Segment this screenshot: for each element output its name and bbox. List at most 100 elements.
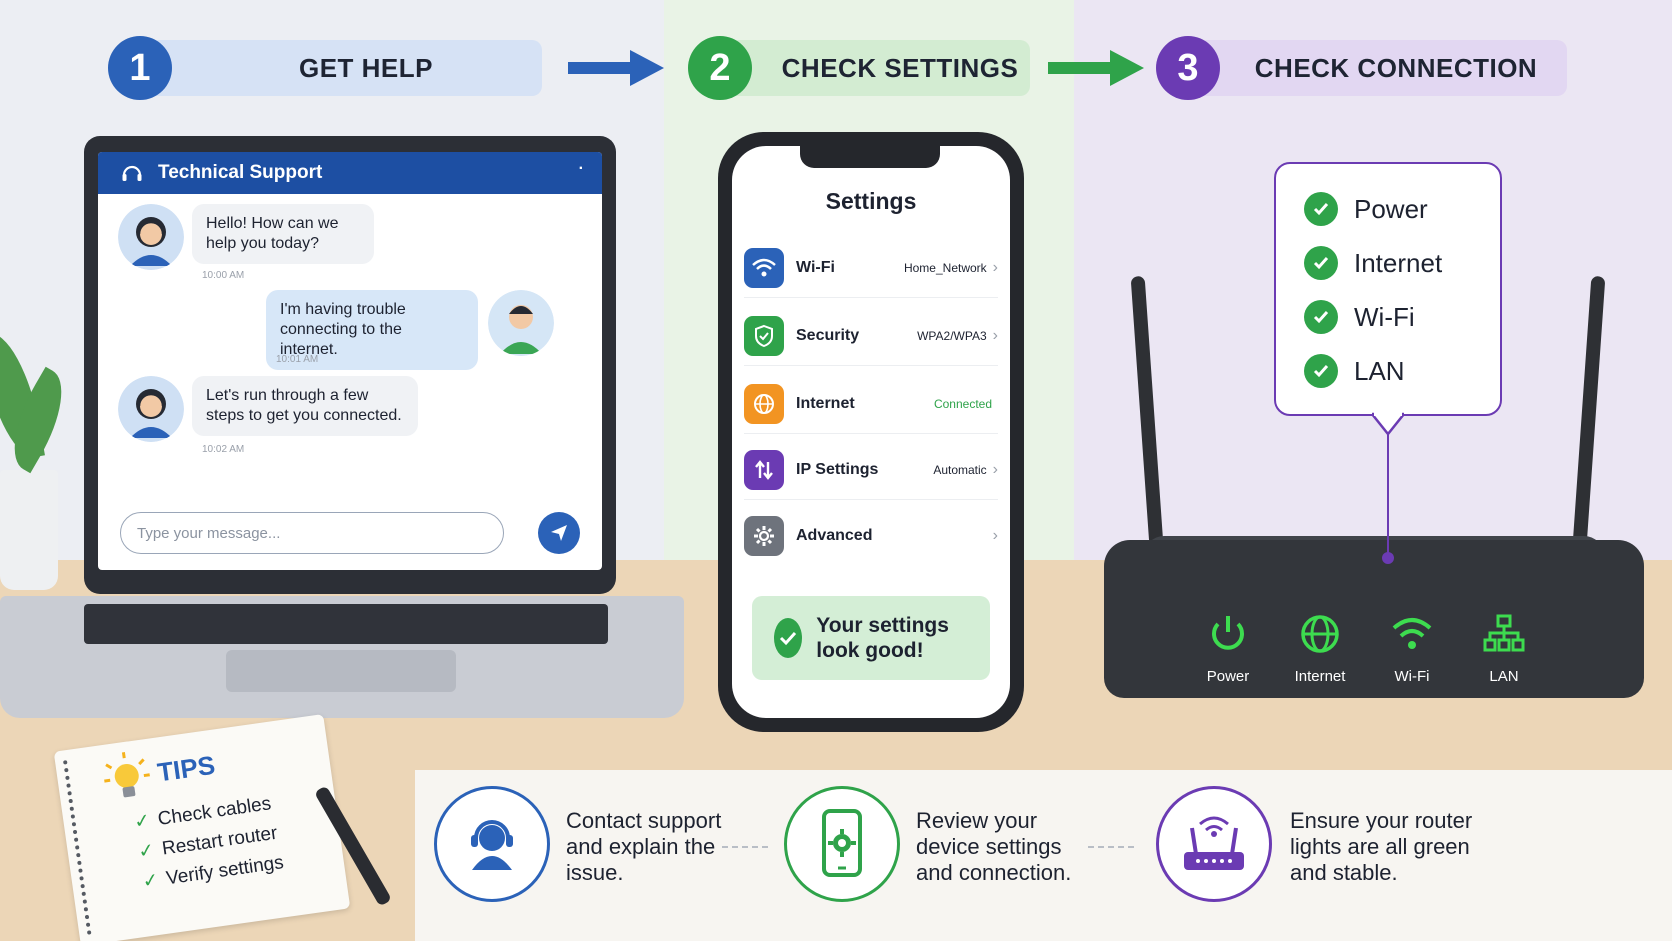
agent-avatar (118, 204, 184, 270)
settings-row-label: Wi-Fi (796, 258, 835, 276)
card-pointer (1372, 412, 1404, 436)
settings-row-value: Home_Network (903, 260, 987, 275)
shield-icon (744, 315, 784, 356)
laptop-keyboard (84, 604, 608, 644)
chevron-right-icon: › (992, 460, 998, 478)
step-2-number: 2 (688, 36, 752, 100)
settings-row-wifi[interactable]: Wi-Fi Home_Network › (744, 238, 998, 298)
checkmark-icon: ✓ (137, 839, 156, 863)
status-pointer-line (1387, 430, 1389, 558)
settings-row-security[interactable]: Security WPA2/WPA3 › (744, 306, 998, 366)
step-1-number: 1 (108, 36, 172, 100)
checkmark-icon: ✓ (132, 810, 152, 834)
step-1-label: GET HELP (298, 52, 433, 83)
settings-row-internet[interactable]: Internet Connected (744, 374, 998, 434)
tips-notebook: TIPS ✓Check cables ✓Restart router ✓Veri… (53, 714, 351, 941)
chat-message-user: I'm having trouble connecting to the int… (266, 290, 478, 370)
check-circle-icon (1304, 354, 1338, 388)
chevron-right-icon: › (992, 326, 998, 344)
phone-gear-icon (784, 786, 900, 902)
description-review-settings: Review your device settings and connecti… (916, 808, 1072, 885)
status-item-power: Power (1276, 182, 1500, 236)
settings-row-advanced[interactable]: Advanced › (744, 506, 998, 566)
step-2-label: CHECK SETTINGS (781, 52, 1019, 83)
step-3-pill: CHECK CONNECTION (1185, 40, 1567, 96)
step-3-number: 3 (1156, 36, 1220, 100)
headset-icon (122, 165, 142, 181)
send-button[interactable] (538, 512, 580, 554)
description-check-router: Ensure your router lights are all green … (1290, 808, 1473, 885)
settings-row-label: Internet (796, 394, 855, 412)
connection-status-card: Power Internet Wi-Fi LAN (1274, 162, 1502, 416)
settings-row-label: Advanced (796, 527, 873, 544)
router-body (1104, 540, 1644, 698)
plant-pot (0, 470, 58, 590)
status-item-label: Internet (1354, 247, 1443, 278)
status-item-wifi: Wi-Fi (1276, 290, 1500, 344)
router-icon (1156, 786, 1272, 902)
settings-status-box: Your settings look good! (752, 596, 990, 680)
status-pointer-dot (1382, 552, 1394, 564)
support-chat-window: Technical Support · Hello! How can we he… (98, 152, 602, 570)
step-1-pill: GET HELP (140, 40, 542, 96)
status-item-label: LAN (1354, 355, 1405, 386)
chat-message-agent: Let's run through a few steps to get you… (192, 376, 418, 436)
send-icon (551, 525, 567, 541)
dashed-connector (1088, 846, 1134, 848)
settings-status-text: Your settings look good! (816, 614, 949, 662)
wifi-icon (744, 247, 784, 288)
settings-row-label: Security (796, 326, 860, 344)
check-circle-icon (1304, 300, 1338, 334)
led-label-power: Power (1206, 668, 1250, 685)
step-2-pill: CHECK SETTINGS (720, 40, 1030, 96)
headset-icon (434, 786, 550, 902)
settings-title: Settings (825, 188, 917, 214)
power-led-icon (1212, 616, 1244, 650)
arrow-right-icon (1048, 50, 1144, 86)
laptop-trackpad[interactable] (226, 650, 456, 692)
arrow-right-icon (568, 50, 664, 86)
status-item-lan: LAN (1276, 344, 1500, 398)
status-item-label: Wi-Fi (1354, 301, 1415, 332)
message-timestamp: 10:00 AM (202, 270, 245, 281)
checkmark-icon: ✓ (141, 869, 160, 893)
more-icon[interactable]: · (578, 160, 584, 177)
status-item-internet: Internet (1276, 236, 1500, 290)
chevron-right-icon: › (992, 258, 998, 276)
arrows-icon (744, 449, 784, 490)
chevron-right-icon: › (992, 527, 998, 544)
settings-row-value: Automatic (933, 462, 987, 477)
led-label-internet: Internet (1294, 668, 1346, 685)
wifi-led-icon (1392, 618, 1432, 649)
internet-led-icon (1301, 615, 1339, 653)
dashed-connector (722, 846, 768, 848)
settings-row-value: WPA2/WPA3 (917, 328, 987, 343)
chat-header-title: Technical Support (158, 162, 323, 183)
globe-icon (744, 383, 784, 424)
descriptions-panel (415, 770, 1672, 941)
step-3-label: CHECK CONNECTION (1254, 52, 1538, 83)
settings-row-ip-settings[interactable]: IP Settings Automatic › (744, 440, 998, 500)
led-label-lan: LAN (1489, 668, 1519, 685)
gear-icon (744, 516, 784, 556)
chat-header: Technical Support · (98, 152, 602, 194)
description-contact-support: Contact support and explain the issue. (566, 808, 722, 885)
phone-settings-screen: Settings Wi-Fi Home_Network › Security W… (732, 146, 1010, 718)
check-circle-icon (1304, 246, 1338, 280)
message-input[interactable]: Type your message... (120, 512, 504, 554)
chat-message-agent: Hello! How can we help you today? (192, 204, 374, 264)
check-circle-icon (1304, 192, 1338, 226)
agent-avatar (118, 376, 184, 442)
message-timestamp: 10:01 AM (276, 354, 319, 365)
lightbulb-icon (104, 751, 151, 798)
lan-led-icon (1483, 614, 1525, 652)
tips-title: TIPS (155, 749, 217, 788)
phone-notch (800, 146, 940, 168)
user-avatar (488, 290, 554, 356)
message-timestamp: 10:02 AM (202, 444, 245, 455)
status-item-label: Power (1354, 193, 1428, 224)
check-circle-icon (774, 618, 803, 658)
settings-row-label: IP Settings (796, 460, 879, 478)
settings-row-value: Connected (933, 396, 992, 411)
led-label-wifi: Wi-Fi (1394, 668, 1430, 685)
